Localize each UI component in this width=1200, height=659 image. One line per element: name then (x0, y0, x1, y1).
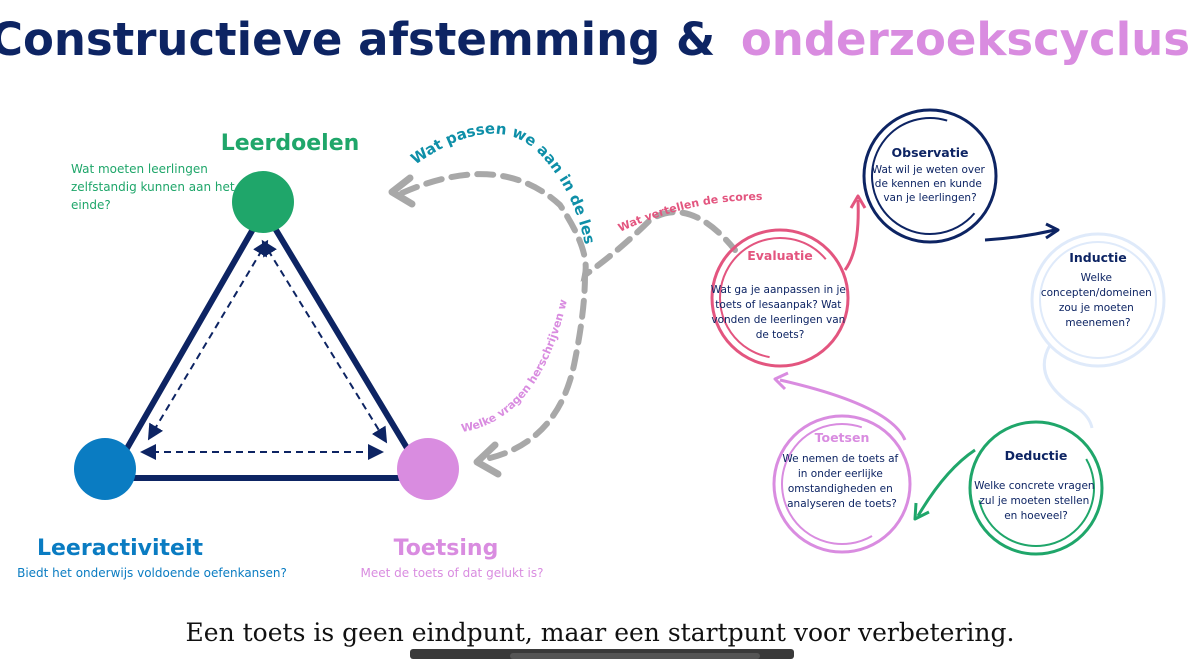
video-controls-bar[interactable] (410, 649, 794, 659)
observatie-ring (871, 117, 989, 235)
leerdoelen-label: Leerdoelen (221, 131, 360, 156)
evaluatie-to-observatie-arrow (843, 199, 860, 271)
toetsing-label: Toetsing (394, 536, 499, 561)
title-part2: onderzoekscyclus (741, 13, 1190, 66)
inductie-ring (1039, 241, 1157, 359)
toetsen-circle (772, 414, 912, 554)
toetsen-text: We nemen de toets af in onder eerlijke o… (782, 453, 901, 510)
title-part1: Constructieve afstemming & (0, 13, 715, 66)
leeractiviteit-label: Leeractiviteit (37, 536, 204, 561)
evaluatie-title: Evaluatie (747, 248, 812, 263)
toetsing-node (397, 438, 459, 500)
triangle-inner-left-arrow (147, 239, 269, 441)
toetsing-question: Meet de toets of dat gelukt is? (361, 566, 544, 580)
leeractiviteit-question: Biedt het onderwijs voldoende oefenkanse… (17, 566, 287, 580)
triangle-outline (107, 207, 428, 481)
leerdoelen-question: Wat moeten leerlingen zelfstandig kunnen… (71, 162, 238, 212)
svg-text:Constructieve afstemming &: Constructieve afstemming & onderzoekscyc… (0, 13, 1190, 66)
caption: Een toets is geen eindpunt, maar een sta… (185, 618, 1015, 647)
evaluatie-ring (718, 237, 841, 359)
observatie-arrowhead (1045, 222, 1060, 240)
toetsen-to-evaluatie-arrow (779, 378, 907, 441)
evaluatie-arrowhead (849, 194, 867, 209)
observatie-text: Wat wil je weten over de kennen en kunde… (872, 164, 988, 204)
evaluatie-text: Wat ga je aanpassen in je toets of lesaa… (711, 284, 849, 341)
video-progress-track[interactable] (510, 653, 760, 659)
toetsen-title: Toetsen (815, 430, 870, 445)
deductie-text: Welke concrete vragen zul je moeten stel… (974, 480, 1098, 522)
observatie-to-inductie-arrow (984, 228, 1056, 242)
feedback-path-lower (487, 272, 588, 461)
deductie-ring (977, 429, 1095, 547)
deductie-to-toetsen-arrow (916, 448, 976, 517)
toetsen-arrowhead (773, 371, 789, 391)
inductie-title: Inductie (1069, 250, 1127, 265)
toetsen-ring (781, 423, 903, 545)
deductie-arrowhead (913, 502, 930, 521)
inductie-circle (1030, 232, 1166, 368)
feedback-arrowhead-top (388, 174, 416, 208)
feedback-arrowhead-bottom (473, 441, 502, 478)
research-cycle: Observatie Wat wil je weten over de kenn… (710, 108, 1166, 556)
inductie-to-deductie-arrow (1042, 344, 1094, 429)
observatie-title: Observatie (892, 145, 969, 160)
evaluatie-circle (710, 228, 850, 368)
deductie-circle (968, 420, 1104, 556)
leerdoelen-node (232, 171, 294, 233)
deductie-title: Deductie (1005, 448, 1068, 463)
triangle-inner-right-arrow (261, 239, 388, 444)
leeractiviteit-node (74, 438, 136, 500)
inductie-text: Welke concepten/domeinen zou je moeten m… (1041, 272, 1155, 329)
observatie-circle (862, 108, 998, 244)
alignment-triangle: Leerdoelen Wat moeten leerlingen zelfsta… (17, 131, 543, 580)
